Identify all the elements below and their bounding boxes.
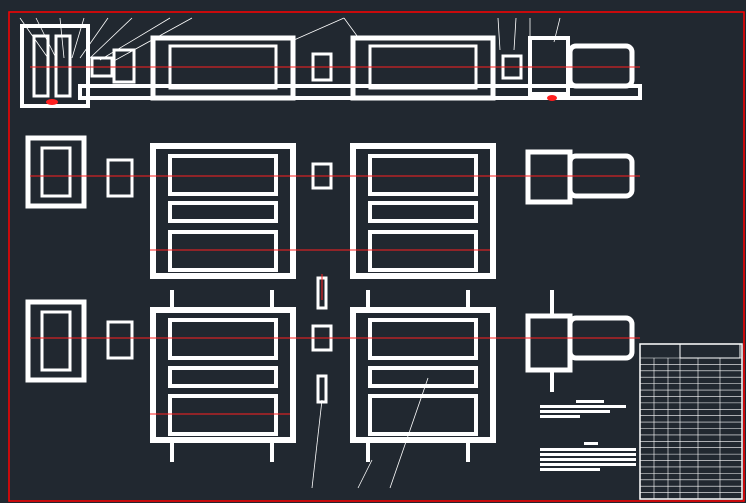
- reducer-gear: [40, 146, 72, 198]
- coupling: [112, 48, 136, 84]
- top-plan-view: [25, 135, 640, 279]
- roller-body: [168, 154, 278, 196]
- roller-frame: [150, 143, 296, 279]
- roller-frame: [350, 35, 496, 101]
- coupling: [106, 320, 134, 360]
- reducer-housing: [20, 24, 90, 108]
- roller-body: [368, 230, 478, 272]
- bearing-block: [525, 149, 573, 205]
- roller-frame: [150, 35, 296, 101]
- side-elevation-view: [19, 17, 642, 108]
- parts-list: [639, 343, 743, 500]
- roller-body: [168, 230, 278, 272]
- roller-body: [368, 201, 478, 223]
- roller-body: [168, 366, 278, 388]
- roller-frame: [150, 307, 296, 443]
- coupling: [106, 158, 134, 198]
- red-marker: [547, 95, 557, 101]
- bearing-block: [525, 313, 573, 373]
- roller-frame: [350, 307, 496, 443]
- roller-body: [368, 366, 478, 388]
- roller-frame: [350, 143, 496, 279]
- top-plan-view-with-crossing-shaft: [25, 274, 640, 489]
- roller-body: [168, 318, 278, 360]
- reducer-housing: [25, 299, 87, 383]
- roller-body: [368, 318, 478, 360]
- roller-body: [368, 394, 478, 436]
- reducer-gear: [40, 310, 72, 372]
- roller-body: [168, 201, 278, 223]
- reducer-gear: [54, 34, 72, 98]
- motor-body: [567, 43, 635, 89]
- roller-body: [368, 154, 478, 196]
- red-marker: [46, 99, 58, 105]
- crossing-shaft: [316, 374, 328, 404]
- technical-notes: [540, 400, 636, 471]
- drawing-border: [8, 11, 745, 502]
- reducer-housing: [25, 135, 87, 209]
- reducer-gear: [32, 34, 50, 98]
- roller-body: [168, 394, 278, 436]
